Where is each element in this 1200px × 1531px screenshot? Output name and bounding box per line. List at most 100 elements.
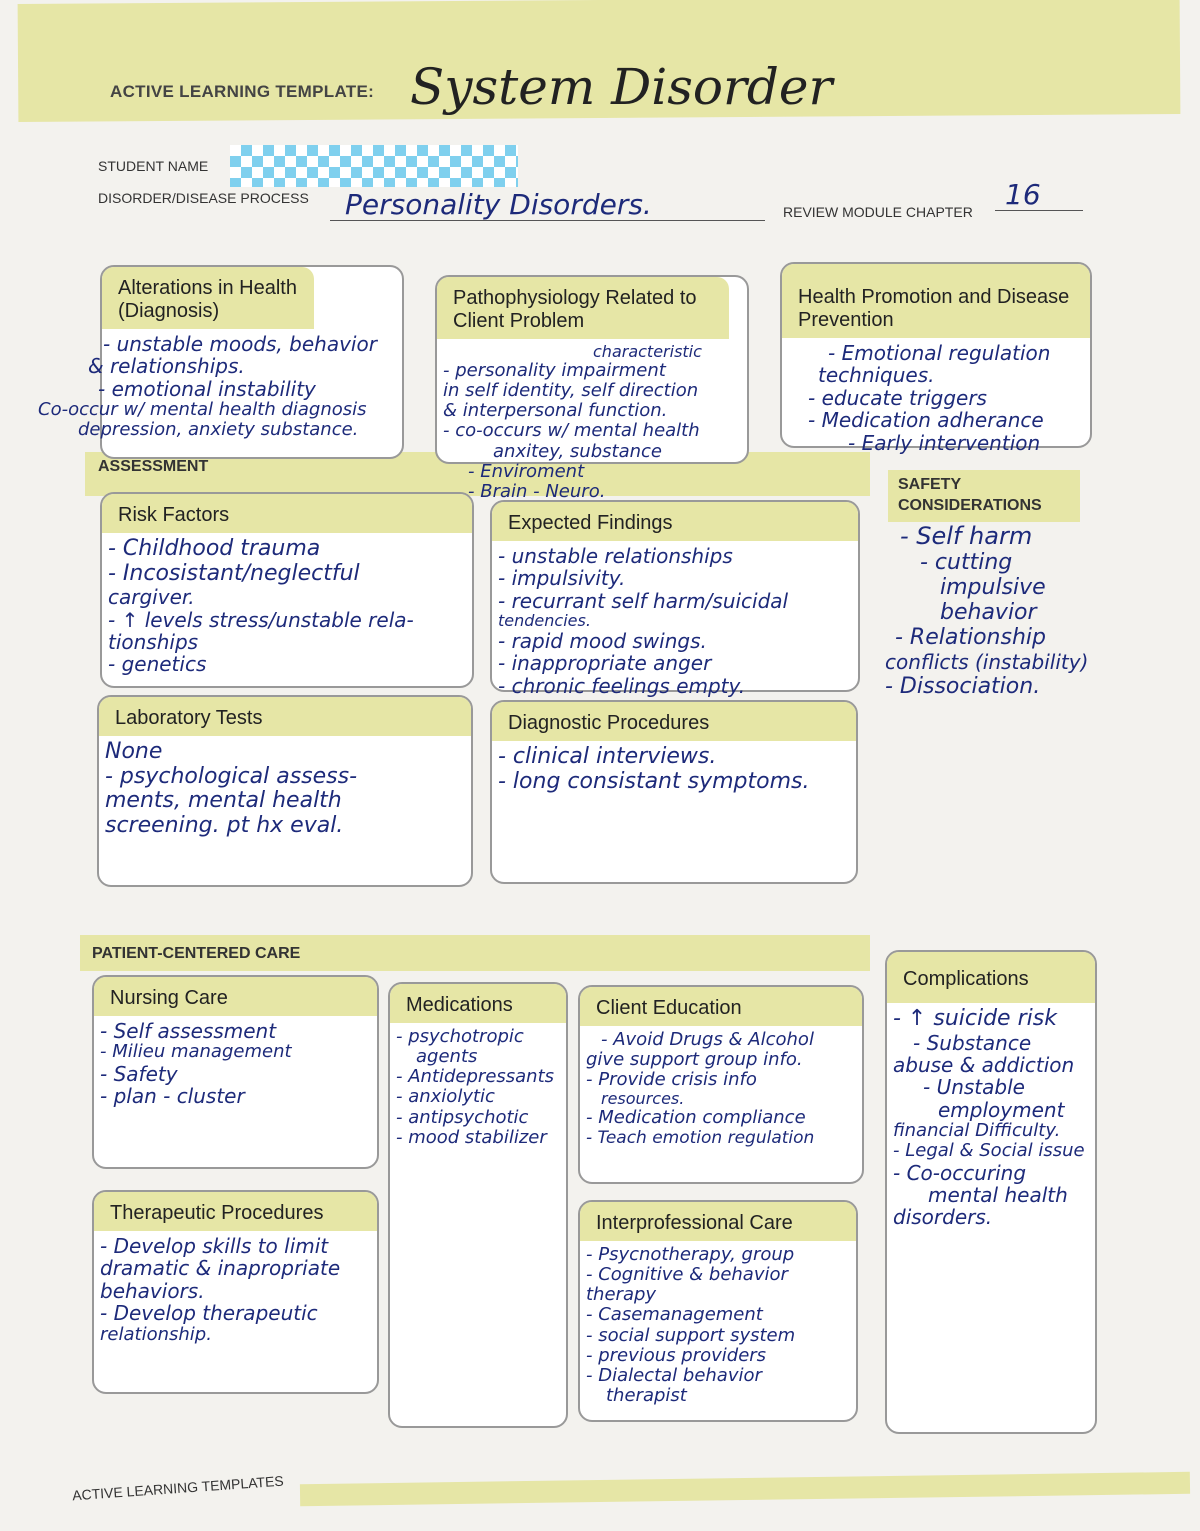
list-item: screening. pt hx eval.: [105, 812, 344, 838]
footer-label: ACTIVE LEARNING TEMPLATES: [71, 1472, 285, 1504]
list-item: give support group info.: [586, 1049, 803, 1071]
list-item: - impulsivity.: [498, 566, 626, 591]
chapter-line: [995, 210, 1083, 211]
footer-band: [299, 1471, 1191, 1507]
list-item: - cutting: [920, 550, 1013, 575]
list-item: - Medication compliance: [586, 1107, 806, 1129]
list-item: - Enviroment: [468, 460, 585, 482]
safety-band: [888, 470, 1080, 522]
risk-factors-title: Risk Factors: [102, 494, 472, 533]
list-item: - Substance: [913, 1030, 1032, 1055]
list-item: - Casemanagement: [586, 1304, 763, 1326]
list-item: - Develop therapeutic: [100, 1301, 318, 1326]
list-item: - co-occurs w/ mental health: [443, 420, 700, 442]
complications-box: Complications - ↑ suicide risk - Substan…: [885, 950, 1097, 1434]
student-name-label: STUDENT NAME: [98, 158, 209, 174]
list-item: in self identity, self direction: [443, 380, 699, 402]
health-promotion-title: Health Promotion and Disease Prevention: [782, 264, 1090, 338]
list-item: - Psycnotherapy, group: [586, 1244, 795, 1265]
diagnostic-title: Diagnostic Procedures: [492, 702, 856, 741]
assessment-label: ASSESSMENT: [98, 458, 209, 475]
list-item: - genetics: [108, 652, 207, 677]
list-item: - Teach emotion regulation: [586, 1127, 815, 1148]
list-item: Co-occur w/ mental health diagnosis: [38, 399, 367, 421]
list-item: - psychological assess-: [105, 763, 358, 789]
list-item: - psychotropic: [396, 1026, 524, 1047]
list-item: - Milieu management: [100, 1041, 292, 1063]
list-item: techniques.: [818, 363, 935, 388]
list-item: depression, anxiety substance.: [78, 419, 359, 441]
expected-findings-title: Expected Findings: [492, 502, 858, 541]
safety-list: - Self harm - cutting impulsive behavior…: [885, 522, 1088, 699]
list-item: impulsive: [940, 575, 1046, 600]
list-item: - rapid mood swings.: [498, 629, 707, 654]
list-item: dramatic & inapropriate: [100, 1256, 341, 1281]
list-item: - Dialectal behavior: [586, 1364, 762, 1386]
safety-title: SAFETY CONSIDERATIONS: [898, 476, 1042, 514]
list-item: mental health: [928, 1182, 1068, 1207]
list-item: resources.: [601, 1089, 685, 1109]
list-item: - Legal & Social issue: [893, 1140, 1085, 1162]
interprofessional-box: Interprofessional Care - Psycnotherapy, …: [578, 1200, 858, 1422]
list-item: anxitey, substance: [493, 440, 662, 462]
therapeutic-box: Therapeutic Procedures - Develop skills …: [92, 1190, 379, 1394]
list-item: conflicts (instability): [885, 650, 1089, 674]
list-item: employment: [938, 1097, 1065, 1122]
list-item: & interpersonal function.: [443, 400, 668, 422]
list-item: - anxiolytic: [396, 1086, 495, 1108]
list-item: - recurrant self harm/suicidal: [498, 588, 789, 613]
chapter-value: 16: [1005, 178, 1041, 211]
list-item: - previous providers: [586, 1344, 767, 1366]
list-item: tendencies.: [498, 611, 591, 631]
list-item: behaviors.: [100, 1278, 205, 1303]
list-item: - Self assessment: [100, 1019, 277, 1043]
list-item: cargiver.: [108, 585, 195, 610]
medications-title: Medications: [390, 984, 566, 1023]
list-item: - Safety: [100, 1061, 178, 1086]
template-label: ACTIVE LEARNING TEMPLATE:: [110, 82, 375, 101]
list-item: - Dissociation.: [885, 674, 1041, 699]
complications-title: Complications: [887, 952, 1095, 1003]
list-item: characteristic: [593, 342, 702, 361]
alterations-title: Alterations in Health (Diagnosis): [102, 267, 314, 329]
list-item: - Early intervention: [848, 430, 1041, 455]
list-item: - unstable moods, behavior: [103, 332, 377, 356]
list-item: - Childhood trauma: [108, 536, 321, 561]
list-item: behavior: [940, 600, 1037, 625]
list-item: ments, mental health: [105, 788, 342, 814]
list-item: - clinical interviews.: [498, 744, 717, 769]
page-title: System Disorder: [410, 58, 833, 116]
list-item: - Brain - Neuro.: [468, 480, 606, 502]
client-education-box: Client Education - Avoid Drugs & Alcohol…: [578, 985, 864, 1184]
list-item: agents: [416, 1046, 478, 1068]
list-item: - Provide crisis info: [586, 1069, 757, 1091]
list-item: abuse & addiction: [893, 1053, 1075, 1078]
nursing-care-box: Nursing Care - Self assessment - Milieu …: [92, 975, 379, 1169]
lab-tests-box: Laboratory Tests None - psychological as…: [97, 695, 473, 887]
patient-care-label: PATIENT-CENTERED CARE: [92, 945, 301, 962]
list-item: - Relationship: [895, 625, 1046, 650]
health-promotion-box: Health Promotion and Disease Prevention …: [780, 262, 1092, 454]
pathophysiology-title: Pathophysiology Related to Client Proble…: [437, 277, 729, 339]
nursing-care-title: Nursing Care: [94, 977, 377, 1016]
list-item: - antipsychotic: [396, 1106, 529, 1128]
list-item: - inappropriate anger: [498, 651, 712, 676]
disorder-label: DISORDER/DISEASE PROCESS: [98, 190, 309, 206]
disorder-line: [330, 220, 765, 221]
list-item: - Co-occuring: [893, 1160, 1027, 1185]
list-item: - emotional instability: [98, 376, 316, 401]
list-item: - Develop skills to limit: [100, 1234, 329, 1258]
list-item: - Unstable: [923, 1075, 1025, 1100]
list-item: - educate triggers: [808, 385, 987, 410]
interprofessional-title: Interprofessional Care: [580, 1202, 856, 1241]
expected-findings-box: Expected Findings - unstable relationshi…: [490, 500, 860, 697]
list-item: therapist: [606, 1385, 687, 1407]
therapeutic-title: Therapeutic Procedures: [94, 1192, 377, 1231]
patient-care-band: [80, 935, 870, 971]
list-item: - mood stabilizer: [396, 1126, 547, 1148]
list-item: - Avoid Drugs & Alcohol: [601, 1029, 814, 1050]
list-item: & relationships.: [88, 354, 245, 379]
disorder-value: Personality Disorders.: [345, 188, 652, 221]
list-item: - Self harm: [900, 522, 1033, 550]
list-item: - personality impairment: [443, 359, 666, 381]
